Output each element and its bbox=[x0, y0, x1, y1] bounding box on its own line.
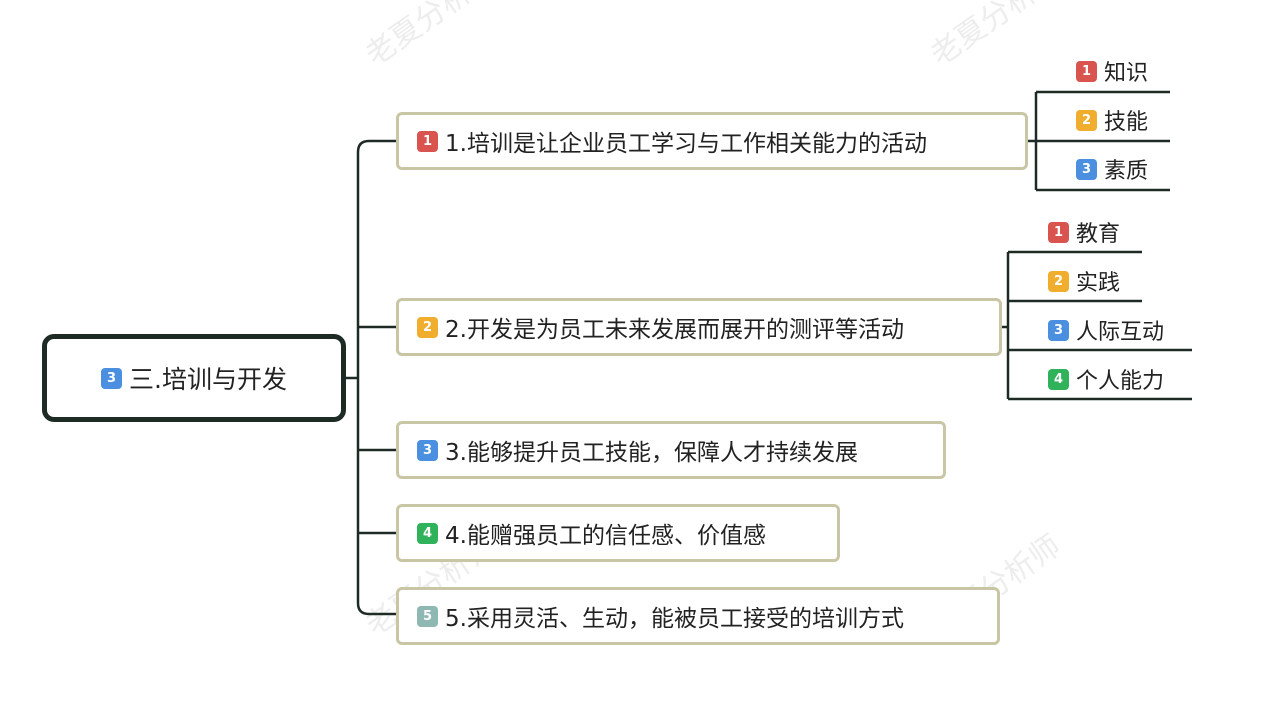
subtopic-education[interactable]: 1 教育 bbox=[1048, 216, 1120, 248]
branch-badge: 3 bbox=[417, 439, 438, 461]
branch-badge: 5 bbox=[417, 605, 438, 627]
subtopic-label: 素质 bbox=[1104, 159, 1149, 184]
branch-label: 4.能赠强员工的信任感、价值感 bbox=[445, 523, 766, 549]
subtopic-badge: 4 bbox=[1048, 368, 1069, 390]
branch-badge: 4 bbox=[417, 522, 438, 544]
subtopic-label: 知识 bbox=[1104, 61, 1149, 86]
branch-topic-3[interactable]: 3 3.能够提升员工技能，保障人才持续发展 bbox=[396, 421, 946, 479]
subtopic-personal-ability[interactable]: 4 个人能力 bbox=[1048, 363, 1164, 395]
subtopic-label: 个人能力 bbox=[1076, 369, 1165, 394]
subtopic-badge: 1 bbox=[1076, 60, 1097, 82]
subtopic-badge: 2 bbox=[1076, 109, 1097, 131]
branch-topic-1[interactable]: 1 1.培训是让企业员工学习与工作相关能力的活动 bbox=[396, 112, 1028, 170]
root-badge: 3 bbox=[101, 367, 123, 389]
subtopic-skills[interactable]: 2 技能 bbox=[1076, 104, 1148, 136]
subtopic-knowledge[interactable]: 1 知识 bbox=[1076, 55, 1148, 87]
root-topic[interactable]: 3 三.培训与开发 bbox=[42, 334, 346, 422]
branch-label: 3.能够提升员工技能，保障人才持续发展 bbox=[445, 440, 858, 466]
connector-line bbox=[356, 602, 396, 616]
subtopic-quality[interactable]: 3 素质 bbox=[1076, 153, 1148, 185]
subtopic-label: 人际互动 bbox=[1076, 320, 1165, 345]
branch-badge: 1 bbox=[417, 130, 438, 152]
subtopic-label: 教育 bbox=[1076, 222, 1121, 247]
branch-topic-4[interactable]: 4 4.能赠强员工的信任感、价值感 bbox=[396, 504, 840, 562]
connector-line bbox=[356, 139, 396, 153]
branch-label: 1.培训是让企业员工学习与工作相关能力的活动 bbox=[445, 131, 927, 157]
branch-topic-5[interactable]: 5 5.采用灵活、生动，能被员工接受的培训方式 bbox=[396, 587, 1000, 645]
subtopic-badge: 1 bbox=[1048, 221, 1069, 243]
subtopic-practice[interactable]: 2 实践 bbox=[1048, 265, 1120, 297]
subtopic-badge: 3 bbox=[1048, 319, 1069, 341]
branch-badge: 2 bbox=[417, 316, 438, 338]
subtopic-interpersonal[interactable]: 3 人际互动 bbox=[1048, 314, 1164, 346]
root-label: 三.培训与开发 bbox=[129, 365, 287, 394]
subtopic-label: 技能 bbox=[1104, 110, 1149, 135]
branch-topic-2[interactable]: 2 2.开发是为员工未来发展而展开的测评等活动 bbox=[396, 298, 1002, 356]
branch-label: 5.采用灵活、生动，能被员工接受的培训方式 bbox=[445, 606, 904, 632]
subtopic-label: 实践 bbox=[1076, 271, 1121, 296]
subtopic-badge: 2 bbox=[1048, 270, 1069, 292]
branch-label: 2.开发是为员工未来发展而展开的测评等活动 bbox=[445, 317, 904, 343]
subtopic-badge: 3 bbox=[1076, 158, 1097, 180]
